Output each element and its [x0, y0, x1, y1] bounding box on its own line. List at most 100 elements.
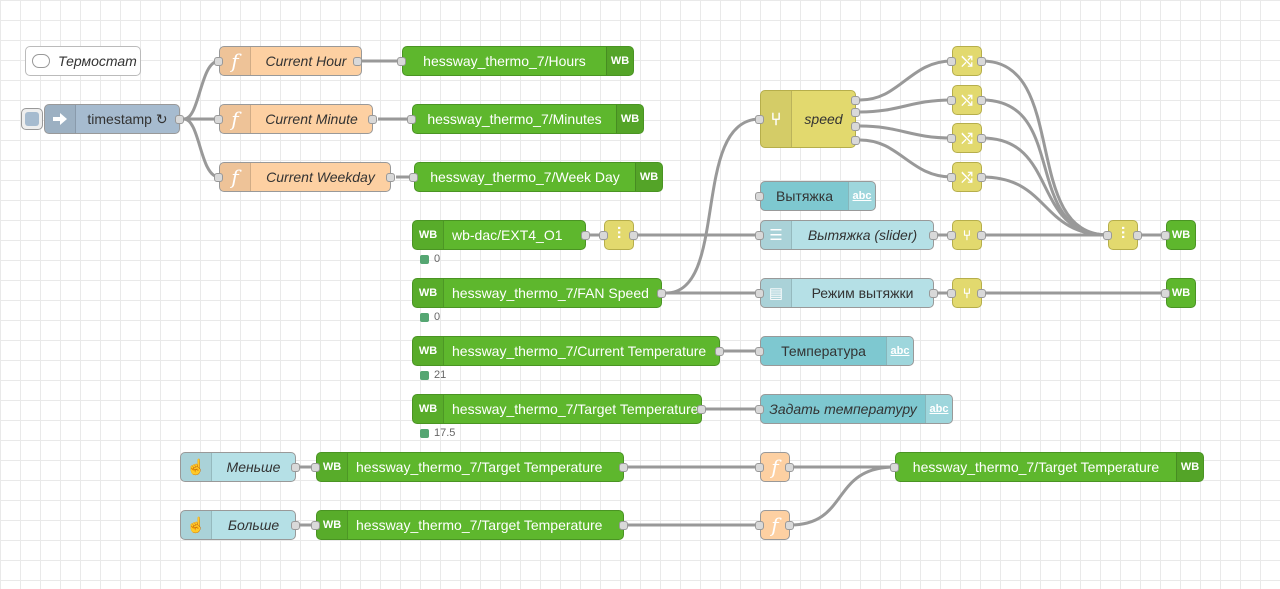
input-port[interactable] [947, 96, 956, 105]
output-port[interactable] [697, 405, 706, 414]
output-port[interactable] [851, 136, 860, 145]
output-port[interactable] [851, 96, 860, 105]
input-port[interactable] [397, 57, 406, 66]
wb-out-minutes[interactable]: hessway_thermo_7/Minutes WB [412, 104, 644, 134]
input-port[interactable] [755, 347, 764, 356]
output-port[interactable] [619, 521, 628, 530]
input-port[interactable] [407, 115, 416, 124]
wb-in-target-temp-less[interactable]: WB hessway_thermo_7/Target Temperature [316, 452, 624, 482]
output-port[interactable] [1133, 231, 1142, 240]
output-port[interactable] [657, 289, 666, 298]
input-port[interactable] [1161, 231, 1170, 240]
input-port[interactable] [1103, 231, 1112, 240]
output-port[interactable] [386, 173, 395, 182]
wb-out-fan-mode[interactable]: WB [1166, 278, 1196, 308]
inject-node[interactable]: timestamp ↻ [44, 104, 180, 134]
input-port[interactable] [947, 231, 956, 240]
switch-icon: ⑂ [962, 227, 972, 243]
output-port[interactable] [851, 108, 860, 117]
input-port[interactable] [599, 231, 608, 240]
input-port[interactable] [755, 231, 764, 240]
input-port[interactable] [755, 521, 764, 530]
output-port[interactable] [851, 122, 860, 131]
function-icon: f [220, 47, 251, 75]
input-port[interactable] [947, 173, 956, 182]
input-port[interactable] [755, 405, 764, 414]
status-indicator: 21 [420, 369, 446, 381]
input-port[interactable] [755, 192, 764, 201]
input-port[interactable] [311, 521, 320, 530]
input-port[interactable] [1161, 289, 1170, 298]
wb-out-fan-slider[interactable]: WB [1166, 220, 1196, 250]
ui-dropdown-rezhim[interactable]: ▤ Режим вытяжки [760, 278, 934, 308]
wb-out-label: hessway_thermo_7/Target Temperature [912, 459, 1160, 475]
comment-node[interactable]: Термостат [25, 46, 141, 76]
function-current-minute[interactable]: f Current Minute [219, 104, 373, 134]
function-current-hour[interactable]: f Current Hour [219, 46, 362, 76]
wb-icon: WB [413, 221, 444, 249]
output-port[interactable] [785, 463, 794, 472]
output-port[interactable] [977, 231, 986, 240]
ui-text-zadat[interactable]: Задать температуру abc [760, 394, 953, 424]
output-port[interactable] [629, 231, 638, 240]
output-port[interactable] [581, 231, 590, 240]
wb-icon: WB [1171, 287, 1191, 299]
ui-text-temperatura[interactable]: Температура abc [760, 336, 914, 366]
wb-out-hours[interactable]: hessway_thermo_7/Hours WB [402, 46, 634, 76]
wb-in-target-temperature[interactable]: WB hessway_thermo_7/Target Temperature [412, 394, 702, 424]
wb-out-target-temperature[interactable]: hessway_thermo_7/Target Temperature WB [895, 452, 1204, 482]
input-port[interactable] [755, 289, 764, 298]
wb-icon: WB [413, 337, 444, 365]
output-port[interactable] [368, 115, 377, 124]
output-port[interactable] [353, 57, 362, 66]
wb-in-fan-speed[interactable]: WB hessway_thermo_7/FAN Speed [412, 278, 662, 308]
ui-button-more[interactable]: ☝ Больше [180, 510, 296, 540]
output-port[interactable] [977, 57, 986, 66]
input-port[interactable] [311, 463, 320, 472]
input-port[interactable] [890, 463, 899, 472]
function-icon: f [220, 105, 251, 133]
wb-in-target-temp-more[interactable]: WB hessway_thermo_7/Target Temperature [316, 510, 624, 540]
ui-slider-vytyazhka[interactable]: ☰ Вытяжка (slider) [760, 220, 934, 250]
ui-button-less[interactable]: ☝ Меньше [180, 452, 296, 482]
hand-pointer-icon: ☝ [181, 511, 212, 539]
input-port[interactable] [214, 115, 223, 124]
input-port[interactable] [947, 289, 956, 298]
input-port[interactable] [409, 173, 418, 182]
text-icon: abc [925, 395, 952, 423]
output-port[interactable] [977, 96, 986, 105]
output-port[interactable] [977, 289, 986, 298]
output-port[interactable] [291, 521, 300, 530]
wb-icon: WB [616, 105, 643, 133]
comment-icon [32, 54, 50, 68]
output-port[interactable] [929, 289, 938, 298]
wire [183, 117, 220, 179]
input-port[interactable] [947, 57, 956, 66]
output-port[interactable] [291, 463, 300, 472]
output-port[interactable] [785, 521, 794, 530]
input-port[interactable] [755, 115, 764, 124]
wb-in-current-temperature[interactable]: WB hessway_thermo_7/Current Temperature [412, 336, 720, 366]
output-port[interactable] [929, 231, 938, 240]
wire [981, 136, 1109, 237]
wb-out-label: hessway_thermo_7/Minutes [427, 111, 602, 127]
output-port[interactable] [977, 173, 986, 182]
text-icon: abc [848, 182, 875, 210]
function-current-weekday[interactable]: f Current Weekday [219, 162, 391, 192]
wb-icon: WB [1176, 453, 1203, 481]
output-port[interactable] [619, 463, 628, 472]
output-port[interactable] [715, 347, 724, 356]
wire [859, 138, 953, 179]
output-port[interactable] [977, 134, 986, 143]
wb-in-dac[interactable]: WB wb-dac/EXT4_O1 [412, 220, 586, 250]
input-port[interactable] [214, 57, 223, 66]
ui-text-vytyazhka[interactable]: Вытяжка abc [760, 181, 876, 211]
wb-out-week-day[interactable]: hessway_thermo_7/Week Day WB [414, 162, 663, 192]
input-port[interactable] [755, 463, 764, 472]
input-port[interactable] [947, 134, 956, 143]
ui-label: Режим вытяжки [811, 285, 914, 301]
switch-speed[interactable]: ⑂ speed [760, 90, 856, 148]
input-port[interactable] [214, 173, 223, 182]
inject-trigger-button[interactable] [21, 108, 43, 130]
output-port[interactable] [175, 115, 184, 124]
